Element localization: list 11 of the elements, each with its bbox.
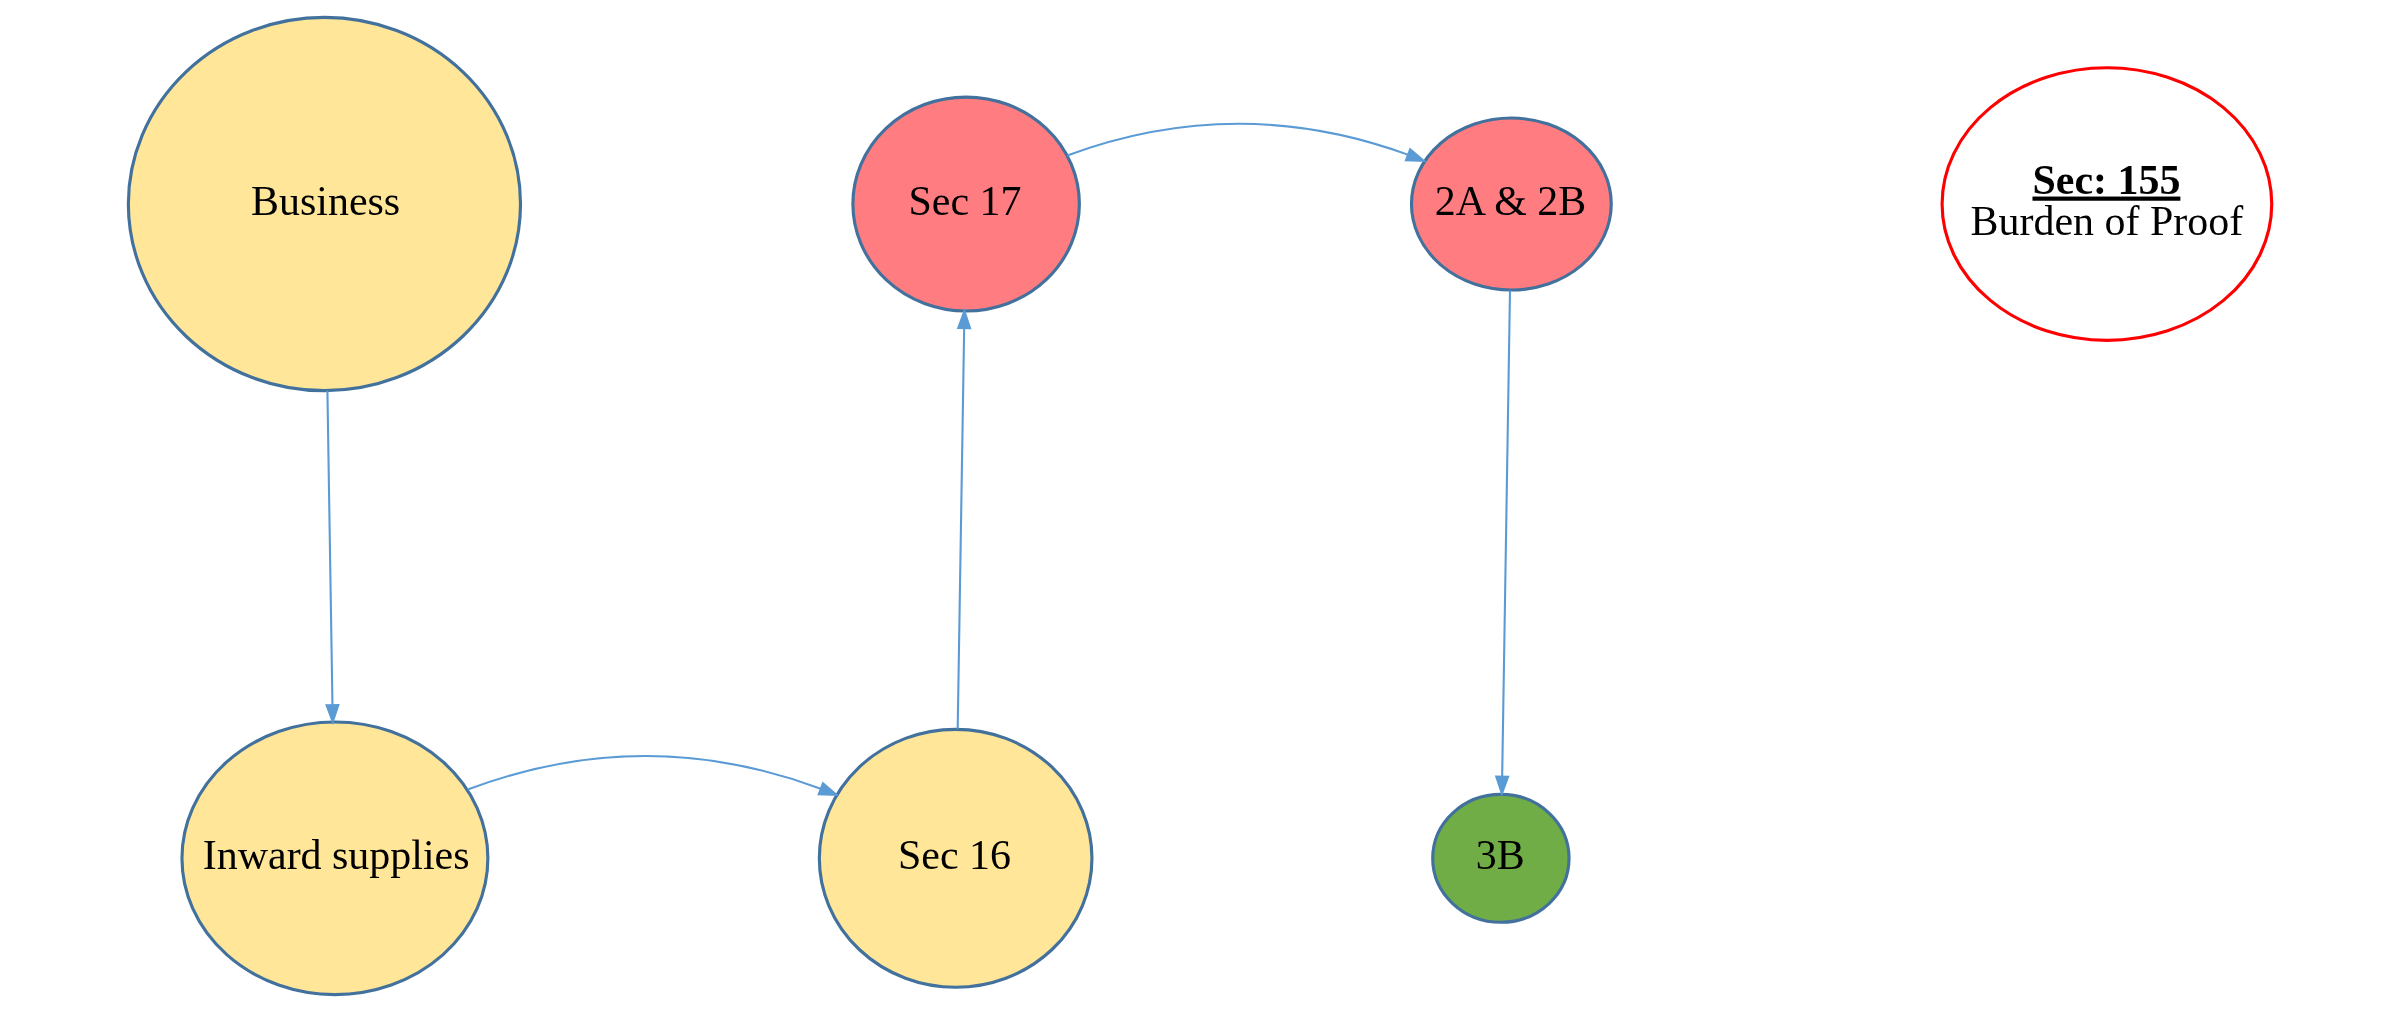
- arrow: [956, 307, 972, 729]
- node-circle: 3B: [1431, 792, 1571, 924]
- arrow: [1066, 122, 1427, 162]
- arrow: [325, 390, 340, 725]
- node-circle: Business: [126, 15, 523, 392]
- node-ellipse: 2A & 2B: [1409, 115, 1613, 292]
- node-circle: Sec 17: [851, 95, 1081, 313]
- arrow: [1494, 289, 1512, 797]
- node-ellipse: Sec: 155 Burden of Proof: [1940, 65, 2274, 342]
- arrow: [467, 754, 840, 796]
- node-ellipse: Inward supplies: [180, 719, 490, 996]
